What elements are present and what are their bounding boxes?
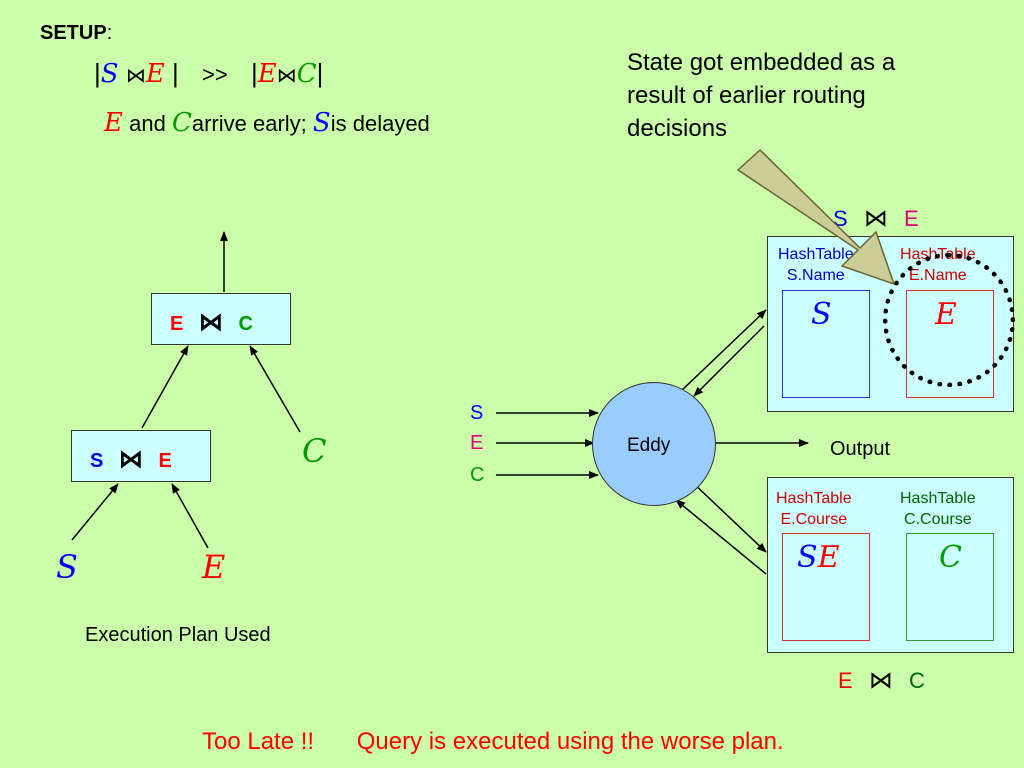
hashtable-s-label: HashTable S.Name bbox=[778, 244, 854, 286]
hashtable-ccourse-bucket: C bbox=[906, 533, 994, 641]
bucket-c-content: C bbox=[939, 540, 962, 575]
plan-edge-e-to-sje bbox=[171, 483, 209, 549]
abs-bar: | bbox=[94, 58, 101, 88]
symbol-s: S bbox=[312, 108, 331, 138]
eddy-input-c: C bbox=[470, 464, 485, 486]
note-line-2: result of earlier routing bbox=[627, 82, 866, 109]
symbol-c: C bbox=[296, 59, 317, 89]
and-text: and bbox=[129, 111, 166, 136]
worse-plan-text: Query is executed using the worse plan. bbox=[356, 728, 784, 755]
join-right-e: E bbox=[158, 450, 172, 472]
embedded-state-arrow bbox=[736, 148, 896, 286]
setup-label: SETUP bbox=[40, 22, 107, 44]
footer-message: Too Late !! Query is executed using the … bbox=[202, 728, 784, 756]
much-greater-sign: >> bbox=[202, 62, 228, 87]
hashtable-ccourse-label: HashTable C.Course bbox=[900, 488, 976, 530]
eddy-input-s: S bbox=[470, 402, 484, 424]
hashtable-ccourse-title: HashTable bbox=[900, 490, 976, 507]
bowtie-icon: ⋈ bbox=[118, 446, 143, 473]
arrive-early-text: arrive early; bbox=[191, 111, 307, 136]
plan-leaf-s: S bbox=[56, 548, 78, 586]
hashtable-ecourse-bucket: SE bbox=[782, 533, 870, 641]
bottom-title-e: E bbox=[838, 668, 853, 693]
bucket-s-content: S bbox=[811, 297, 832, 332]
eddy-operator: Eddy bbox=[592, 382, 716, 506]
top-module-to-eddy-arrow bbox=[693, 325, 765, 397]
note-line-3: decisions bbox=[627, 115, 728, 142]
eddy-output-label: Output bbox=[830, 438, 891, 460]
abs-bar: | bbox=[172, 58, 179, 88]
bottom-title-c: C bbox=[908, 668, 925, 693]
hashtable-s-title: HashTable bbox=[778, 246, 854, 263]
bowtie-icon: ⋈ bbox=[198, 309, 223, 336]
too-late-text: Too Late !! bbox=[202, 728, 315, 755]
symbol-e: E bbox=[145, 59, 165, 89]
symbol-e: E bbox=[257, 59, 277, 89]
eddy-to-bottom-module-arrow bbox=[691, 481, 767, 553]
abs-bar: | bbox=[250, 58, 258, 88]
bowtie-icon: ⋈ bbox=[863, 205, 888, 232]
plan-leaf-e: E bbox=[202, 548, 226, 586]
plan-caption: Execution Plan Used bbox=[85, 624, 271, 646]
setup-heading: SETUP: bbox=[40, 22, 112, 45]
top-title-e: E bbox=[903, 206, 919, 231]
embedded-state-highlight bbox=[883, 253, 1015, 387]
arrival-statement: E and Carrive early; Sis delayed bbox=[104, 108, 430, 138]
symbol-s: S bbox=[100, 59, 119, 89]
hashtable-s-key: S.Name bbox=[786, 267, 845, 284]
bottom-module-to-eddy-arrow bbox=[675, 499, 767, 575]
hashtable-ecourse-title: HashTable bbox=[776, 490, 852, 507]
plan-edge-s-to-sje bbox=[71, 483, 119, 541]
eddy-label: Eddy bbox=[627, 435, 671, 456]
hashtable-ecourse-label: HashTable E.Course bbox=[776, 488, 852, 530]
bucket-se-e: E bbox=[817, 540, 840, 575]
plan-edge-c-to-ejc bbox=[249, 345, 301, 433]
setup-colon: : bbox=[106, 22, 113, 44]
cardinality-inequality: |S ⋈E | >> |E⋈C| bbox=[94, 58, 323, 89]
bucket-se-content: SE bbox=[797, 540, 839, 575]
join-left-e: E bbox=[170, 313, 184, 335]
hashtable-s-bucket: S bbox=[782, 290, 870, 398]
join-left-s: S bbox=[90, 450, 104, 472]
hashtable-ecourse-key: E.Course bbox=[780, 511, 848, 528]
bottom-join-module: HashTable E.Course HashTable C.Course SE… bbox=[767, 477, 1014, 653]
bucket-se-s: S bbox=[797, 540, 818, 575]
note-line-1: State got embedded as a bbox=[627, 49, 896, 76]
join-box-s-e: S ⋈ E bbox=[71, 430, 211, 482]
join-symbol: ⋈ bbox=[276, 65, 297, 87]
hashtable-ccourse-key: C.Course bbox=[904, 511, 972, 528]
join-right-c: C bbox=[238, 313, 253, 335]
eddy-to-top-module-arrow bbox=[679, 309, 767, 393]
note-text: State got embedded as a result of earlie… bbox=[627, 46, 895, 145]
abs-bar: | bbox=[316, 58, 324, 88]
eddy-input-e: E bbox=[470, 432, 484, 454]
plan-edge-sje-to-ejc bbox=[141, 345, 189, 429]
delayed-text: is delayed bbox=[330, 111, 430, 136]
bowtie-icon: ⋈ bbox=[868, 667, 893, 694]
plan-leaf-c: C bbox=[302, 432, 327, 470]
bottom-module-title: E ⋈ C bbox=[838, 666, 925, 695]
symbol-c: C bbox=[171, 108, 192, 138]
join-box-e-c: E ⋈ C bbox=[151, 293, 291, 345]
symbol-e: E bbox=[104, 108, 123, 138]
join-symbol: ⋈ bbox=[125, 65, 146, 87]
